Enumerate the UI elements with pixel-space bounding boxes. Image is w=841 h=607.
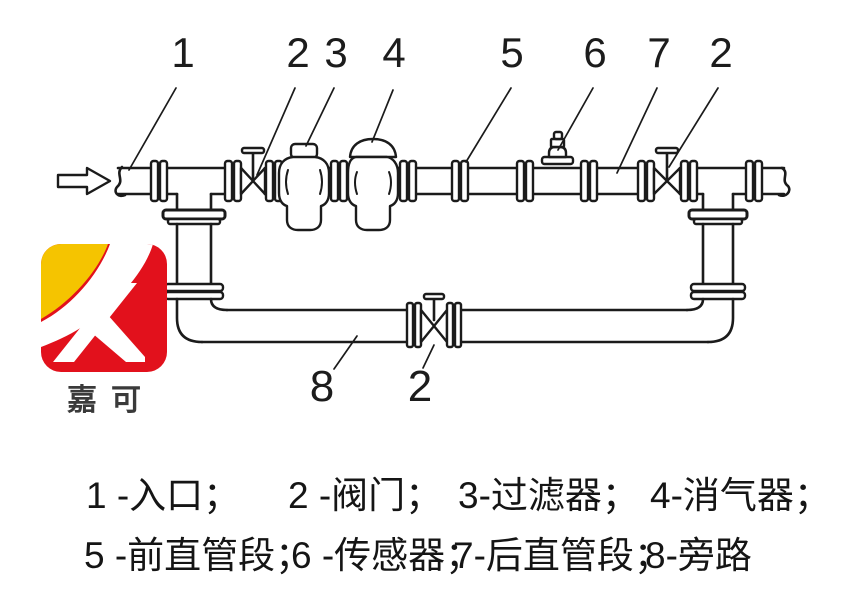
callout-bypass-valve: 2 — [407, 362, 433, 411]
filter-icon — [277, 142, 331, 232]
bypass-pipe — [200, 308, 710, 344]
flange-icon — [163, 290, 225, 301]
logo-swoosh — [41, 244, 153, 347]
flow-arrow-icon — [56, 166, 112, 196]
flange-icon — [579, 159, 590, 203]
legend-item-valve: 2 -阀门； — [288, 475, 443, 516]
flange-icon — [405, 301, 415, 349]
flange-icon — [166, 217, 222, 226]
callout-air-elim: 4 — [382, 29, 406, 76]
flange-icon — [398, 159, 409, 203]
flange-icon — [445, 301, 455, 349]
callout-sensor: 6 — [583, 29, 607, 76]
legend-item-front-pipe: 5 -前直管段； — [84, 535, 313, 576]
callout-inlet: 1 — [171, 29, 195, 76]
legend-item-rear-pipe: 7-后直管段； — [453, 535, 671, 576]
flange-icon — [524, 159, 535, 203]
flange-icon — [450, 159, 461, 203]
callout-rear-pipe: 7 — [647, 29, 671, 76]
flange-icon — [149, 159, 160, 203]
callout-front-pipe: 5 — [500, 29, 524, 76]
flange-icon — [687, 208, 749, 221]
flange-icon — [753, 159, 764, 203]
flange-icon — [453, 301, 463, 349]
legend-item-air-elim: 4-消气器； — [650, 475, 831, 516]
flange-icon — [338, 159, 349, 203]
flange-icon — [588, 159, 599, 203]
flange-icon — [692, 217, 744, 226]
pipe-break-left — [114, 165, 127, 198]
logo-text: 嘉可 — [67, 384, 155, 417]
flange-icon — [223, 159, 234, 203]
flange-icon — [679, 159, 690, 203]
flange-icon — [689, 282, 747, 293]
company-logo — [40, 243, 168, 373]
right-tee-riser — [685, 192, 749, 344]
bypass-valve-icon — [405, 292, 463, 349]
leader-lines — [128, 87, 719, 370]
logo-yellow-wedge — [41, 244, 108, 319]
callout-filter: 3 — [324, 29, 348, 76]
flange-icon — [744, 159, 755, 203]
inlet-valve-icon — [239, 146, 267, 196]
callout-bypass: 8 — [309, 362, 335, 411]
pipe-break-right — [777, 166, 791, 197]
flange-icon — [407, 159, 418, 203]
legend-item-sensor: 6 -传感器； — [291, 535, 483, 576]
flange-icon — [636, 159, 647, 203]
flange-icon — [163, 282, 225, 293]
sensor-icon — [540, 130, 575, 166]
air-eliminator-icon — [346, 137, 400, 232]
flange-icon — [158, 159, 169, 203]
logo-k-stroke — [53, 283, 137, 362]
legend-item-bypass: 8-旁路 — [645, 535, 752, 576]
outlet-valve-icon — [652, 146, 682, 196]
flange-icon — [329, 159, 340, 203]
flange-icon — [515, 159, 526, 203]
flange-icon — [459, 159, 470, 203]
pipeline-diagram — [56, 87, 791, 370]
legend-item-inlet: 1 -入口； — [86, 475, 241, 516]
left-tee-riser — [161, 192, 229, 344]
flange-icon — [689, 290, 747, 301]
flange-icon — [688, 159, 699, 203]
legend-item-filter: 3-过滤器； — [458, 475, 639, 516]
logo-k-leg — [92, 314, 145, 362]
logo-k-icon — [41, 244, 167, 372]
flange-icon — [264, 159, 275, 203]
callout-valve-b: 2 — [709, 29, 733, 76]
callout-valve-a: 2 — [286, 29, 310, 76]
flange-icon — [161, 208, 227, 221]
